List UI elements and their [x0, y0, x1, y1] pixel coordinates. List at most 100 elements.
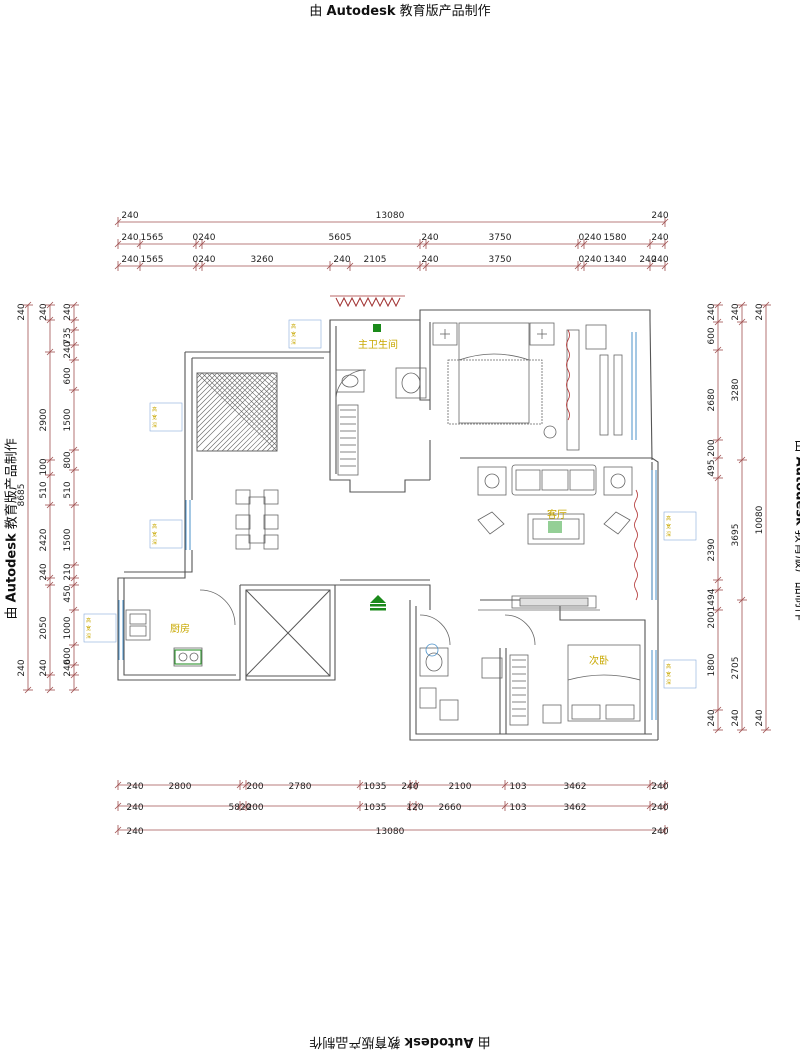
- dim-tick-slash: [46, 686, 54, 694]
- parquet-line: [196, 372, 203, 379]
- dim-lines-right: [713, 301, 771, 734]
- dim-label: 240: [731, 303, 741, 320]
- dim-tick-slash: [326, 262, 334, 270]
- dim-label: 2105: [364, 255, 387, 265]
- dim-label: 240: [421, 255, 438, 265]
- dim-tick-slash: [661, 262, 669, 270]
- dim-label: 13080: [376, 211, 405, 221]
- dim-tick-slash: [70, 641, 78, 649]
- dim-tick-slash: [646, 262, 654, 270]
- dim-tick-slash: [661, 802, 669, 810]
- parquet-line: [221, 372, 278, 427]
- dim-tick-slash: [192, 240, 200, 248]
- dim-label: 450: [63, 585, 73, 602]
- dim-label: 100: [39, 458, 49, 475]
- dim-label: 240: [651, 233, 668, 243]
- dim-label: 240: [755, 303, 765, 320]
- dim-label: 3750: [489, 255, 512, 265]
- dim-tick-slash: [738, 301, 746, 309]
- dim-tick-slash: [714, 586, 722, 594]
- parquet-line: [196, 372, 238, 414]
- dim-tick-slash: [70, 606, 78, 614]
- dim-label: 0240: [579, 233, 602, 243]
- dim-tick-slash: [714, 301, 722, 309]
- dim-tick-slash: [114, 218, 122, 226]
- parquet-line: [196, 372, 268, 444]
- tag-text: 宽: [86, 625, 91, 632]
- dim-tick-slash: [714, 726, 722, 734]
- dim-label: 240: [63, 341, 73, 358]
- parquet-line: [211, 372, 278, 437]
- entrance-arrow-icon: [370, 595, 386, 611]
- dim-tick-slash: [406, 802, 414, 810]
- dim-tick-slash: [70, 561, 78, 569]
- master-bed-curtain: [566, 329, 570, 421]
- dim-tick-slash: [136, 240, 144, 248]
- dim-label: 2680: [707, 388, 717, 411]
- parquet-line: [196, 372, 243, 419]
- room-label-living: 客厅: [547, 508, 567, 521]
- basin-icon: [425, 643, 439, 657]
- dim-tick-slash: [501, 781, 509, 789]
- tag-text: 宽: [666, 671, 671, 678]
- dim-label: 3260: [251, 255, 274, 265]
- dim-tick-slash: [406, 781, 414, 789]
- dim-label: 240: [651, 782, 668, 792]
- dim-tick-slash: [574, 262, 582, 270]
- parquet-line: [201, 375, 278, 452]
- dim-tick-slash: [580, 262, 588, 270]
- dim-label: 1494: [707, 588, 717, 611]
- dim-tick-slash: [738, 726, 746, 734]
- dimension-tag: 高宽深: [149, 402, 183, 432]
- dim-label: 240: [121, 255, 138, 265]
- dim-tick-slash: [236, 781, 244, 789]
- parquet-line: [196, 372, 233, 409]
- dim-label: 240: [755, 709, 765, 726]
- dim-label: 600: [63, 367, 73, 384]
- dim-tick-slash: [198, 240, 206, 248]
- dim-label: 200: [246, 803, 263, 813]
- parquet-line: [256, 372, 278, 392]
- parquet-line: [196, 372, 278, 452]
- dim-tick-slash: [422, 262, 430, 270]
- dim-tick-slash: [738, 596, 746, 604]
- void-box: [245, 589, 331, 677]
- dim-label: 240: [651, 827, 668, 837]
- dim-tick-slash: [46, 471, 54, 479]
- tag-text: 高: [666, 515, 671, 522]
- dim-tick-slash: [24, 301, 32, 309]
- dim-label: 210: [63, 563, 73, 580]
- dim-tick-slash: [356, 781, 364, 789]
- dim-label: 13080: [376, 827, 405, 837]
- dim-tick-slash: [242, 781, 250, 789]
- dim-tick-slash: [70, 446, 78, 454]
- dim-tick-slash: [46, 581, 54, 589]
- dim-tick-slash: [114, 262, 122, 270]
- dim-tick-slash: [412, 802, 420, 810]
- dim-label: 2420: [39, 528, 49, 551]
- dim-text-left: 2408685240240290010051024202402050240240…: [17, 303, 73, 676]
- dim-tick-slash: [738, 318, 746, 326]
- dim-label: 1035: [364, 803, 387, 813]
- dim-tick-slash: [70, 326, 78, 334]
- dim-label: 103: [509, 782, 526, 792]
- dim-tick-slash: [416, 240, 424, 248]
- parquet-line: [266, 372, 278, 382]
- dim-label: 800: [63, 451, 73, 468]
- dim-label: 240: [121, 233, 138, 243]
- dim-label: 240: [333, 255, 350, 265]
- dim-label: 0240: [193, 233, 216, 243]
- room-label-master-bath: 主卫生间: [358, 338, 398, 351]
- parquet-line: [226, 372, 278, 422]
- dim-label: 200: [246, 782, 263, 792]
- dim-tick-slash: [70, 671, 78, 679]
- dim-tick-slash: [46, 671, 54, 679]
- kitchen-fixtures: [125, 589, 236, 667]
- dim-tick-slash: [714, 606, 722, 614]
- parquet-line: [231, 405, 278, 452]
- dim-label: 240: [651, 803, 668, 813]
- room-label-second-bedroom: 次卧: [589, 654, 609, 667]
- dim-tick-slash: [356, 802, 364, 810]
